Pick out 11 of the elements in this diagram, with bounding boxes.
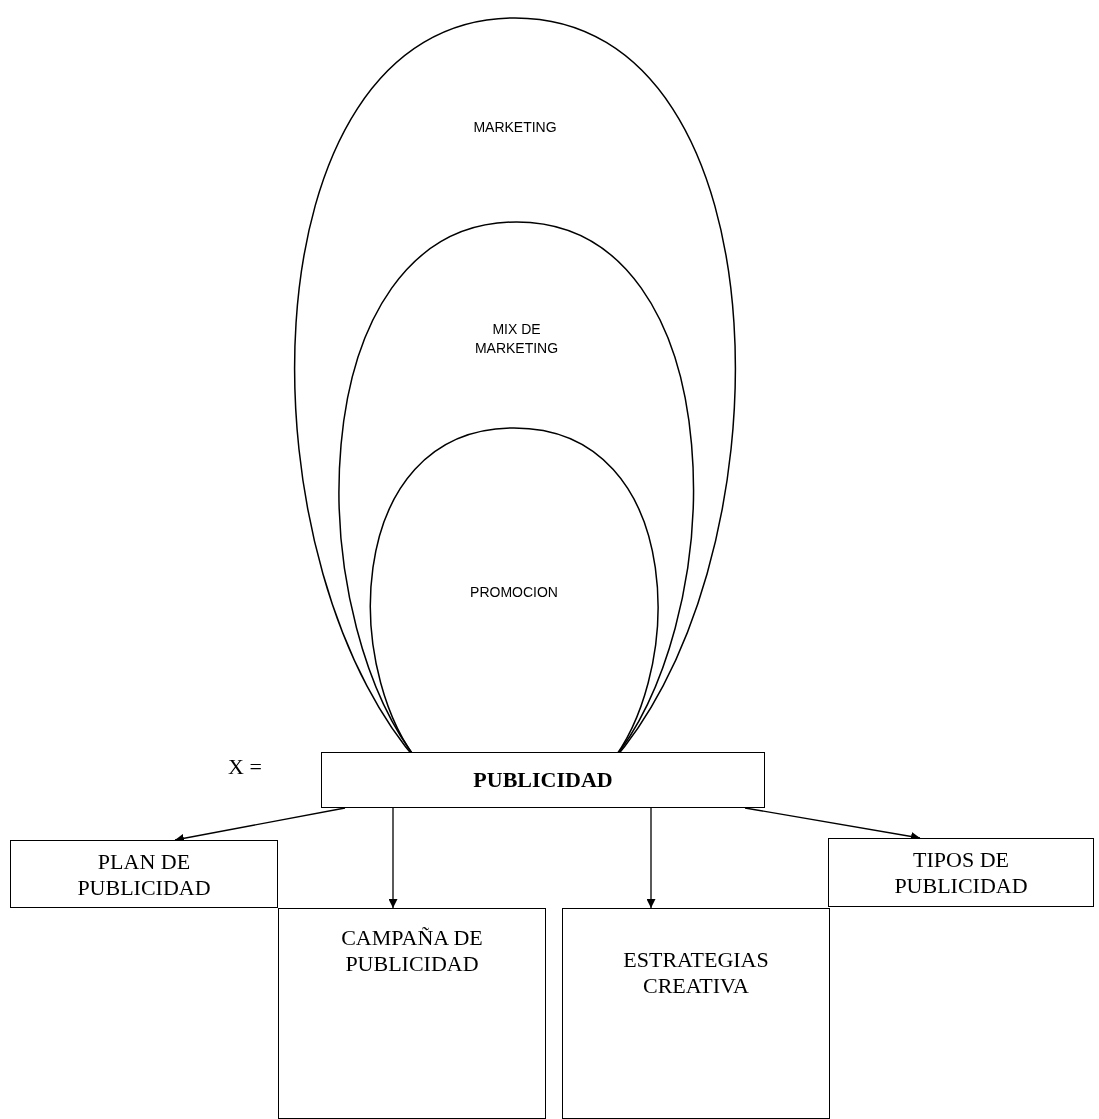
box-label: PLAN DE PUBLICIDAD [76,849,212,902]
box-label: ESTRATEGIAS CREATIVA [622,947,770,1000]
arrow [388,807,398,909]
process-box [562,908,830,1119]
process-box [10,840,278,908]
process-box [278,908,546,1119]
arrow [646,807,656,909]
process-box [828,838,1094,907]
box-label: CAMPAÑA DE PUBLICIDAD [340,925,484,978]
variable-label: X = [228,754,262,780]
box-label: TIPOS DE PUBLICIDAD [893,847,1029,900]
